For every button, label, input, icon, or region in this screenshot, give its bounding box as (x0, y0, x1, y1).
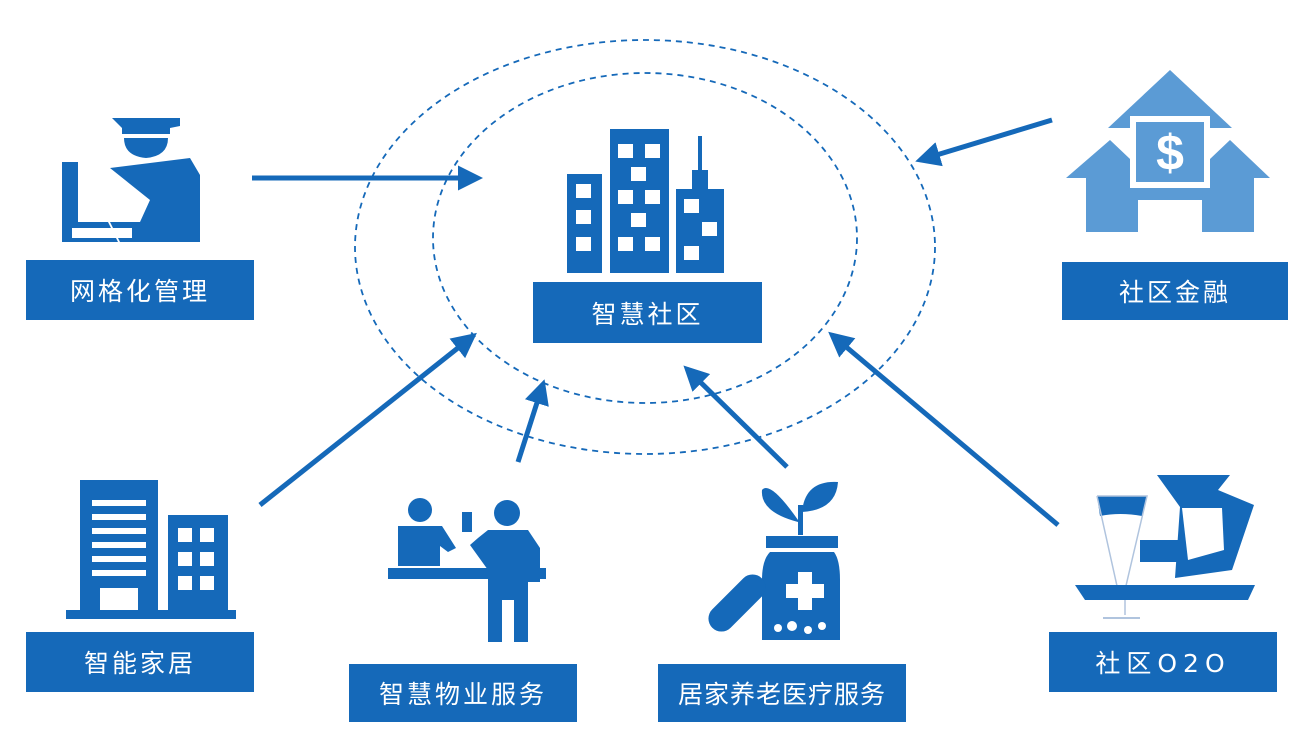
medical-jar-icon (708, 481, 840, 640)
outer-dashed-ring (354, 39, 936, 455)
arrow-elderly-medical (683, 365, 789, 469)
dollar-sign: $ (1156, 125, 1184, 181)
node-community-finance: 社区金融 (1062, 262, 1288, 320)
node-smart-property: 智慧物业服务 (349, 664, 577, 722)
arrow-community-o2o (828, 331, 1060, 527)
arrow-community-finance (915, 117, 1053, 167)
finance-growth-icon: $ (1066, 70, 1270, 232)
arrow-smart-home (258, 332, 477, 507)
node-grid-management: 网格化管理 (26, 260, 254, 320)
city-buildings-icon (567, 129, 724, 273)
home-building-icon (66, 480, 236, 619)
glass-pitcher-icon (1075, 475, 1255, 619)
node-community-o2o: 社区O2O (1049, 632, 1277, 692)
officer-icon (62, 118, 200, 242)
arrow-smart-property (515, 379, 549, 463)
center-label-smart-community: 智慧社区 (533, 282, 762, 343)
node-smart-home: 智能家居 (26, 632, 254, 692)
node-elderly-medical: 居家养老医疗服务 (658, 664, 906, 722)
inner-dashed-ring (432, 72, 858, 404)
property-service-icon (388, 498, 546, 642)
